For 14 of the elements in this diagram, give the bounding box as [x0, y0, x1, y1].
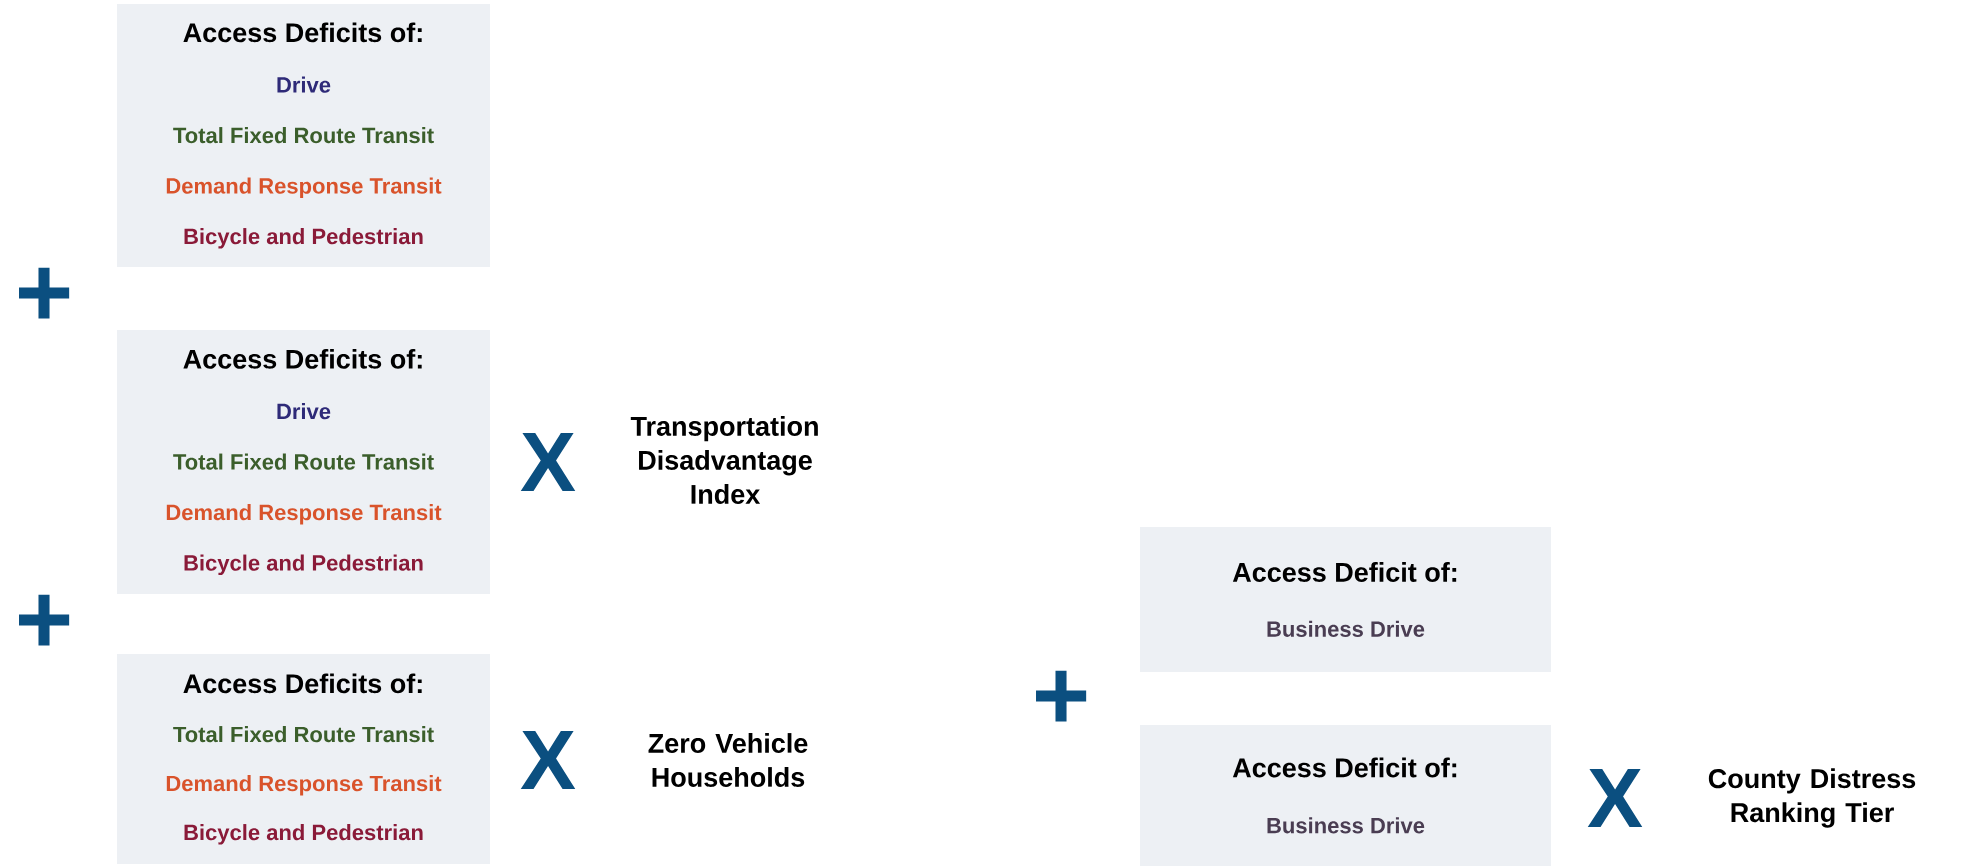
multiply-sign: X [520, 433, 576, 491]
factor-label: Transportation Disadvantage Index [630, 416, 818, 504]
text-box: Access Deficits of: Total Fixed Route Transit Demand Response Transit Bicycle and Pedestrian [117, 654, 490, 864]
factor-label: Zero Vehicle Households [648, 733, 808, 787]
factor-label: County Distress Ranking Tier [1708, 768, 1916, 828]
multiply-sign: X [520, 731, 576, 789]
text-box: Access Deficits of: Drive Total Fixed Route Transit Demand Response Transit Bicycle and Pedestrian [117, 330, 490, 594]
text-box: Access Deficit of: Business Drive [1140, 725, 1551, 866]
plus-sign: + [19, 267, 70, 319]
plus-sign: + [19, 594, 70, 646]
text-box: Access Deficits of: Drive Total Fixed Route Transit Demand Response Transit Bicycle and Pedestrian [117, 4, 490, 267]
plus-sign: + [1036, 670, 1087, 722]
multiply-sign: X [1587, 769, 1643, 827]
text-box: Access Deficit of: Business Drive [1140, 527, 1551, 672]
